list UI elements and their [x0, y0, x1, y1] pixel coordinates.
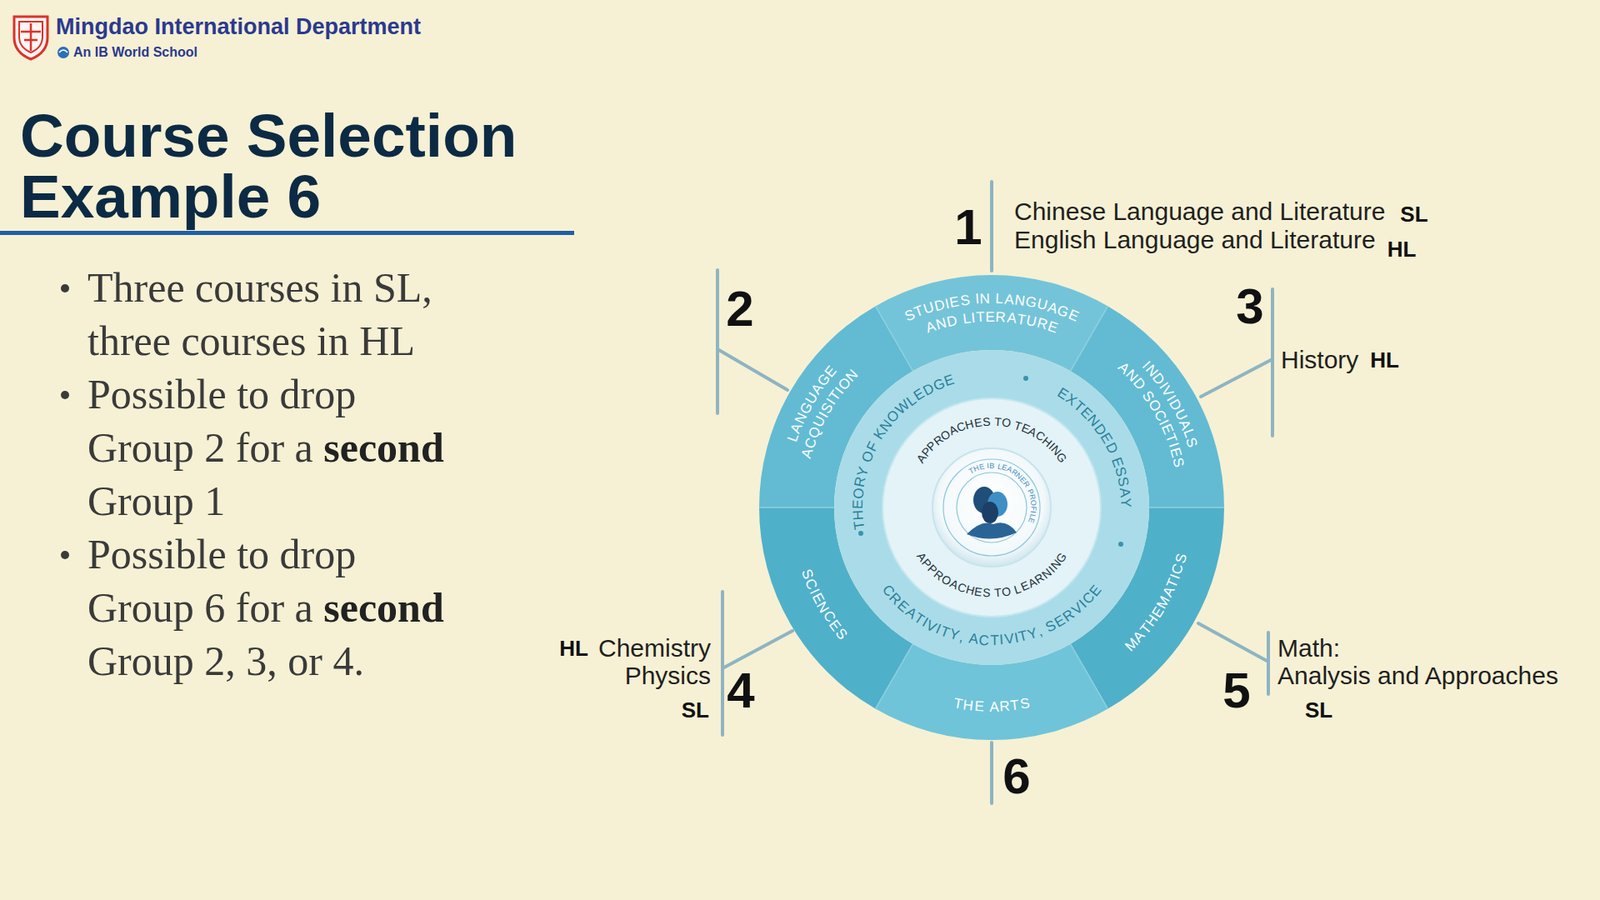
arc-letter: O	[850, 486, 869, 500]
ring-dot	[1023, 375, 1029, 381]
bracket-line	[990, 181, 994, 271]
bullet-dot	[60, 284, 70, 293]
ib-icon-mark	[59, 50, 68, 53]
bullet-text: Possible to drop Group 2 for a	[87, 370, 356, 471]
school-name: Mingdao International Department	[55, 14, 421, 40]
callout-number: 5	[1222, 661, 1250, 720]
arc-letter: F	[1028, 505, 1038, 511]
level-tag: HL	[1387, 237, 1417, 263]
ib-icon	[57, 46, 70, 59]
arc-letter: A	[1005, 309, 1018, 328]
shield-cross	[20, 23, 41, 51]
school-tagline: An IB World School	[73, 45, 198, 60]
bullet-item: Possible to drop Group 6 for a second Gr…	[87, 527, 459, 688]
segment-divider	[1149, 506, 1225, 509]
course-name: Math:	[1277, 634, 1340, 664]
course-name: Physics	[625, 661, 711, 691]
arc-letter: A	[1115, 485, 1134, 499]
bullet-emphasis: second	[323, 424, 444, 471]
callout-number: 1	[954, 198, 982, 256]
arc-letter	[990, 415, 994, 430]
bracket-line	[990, 742, 994, 804]
bullet-text: Three courses in SL, three courses in HL	[87, 264, 433, 365]
callout-number: 6	[1002, 747, 1030, 805]
arc-letter: B	[989, 461, 995, 471]
arc-letter: S	[981, 415, 991, 430]
ring-dot	[858, 530, 864, 536]
arc-letter: N	[979, 290, 991, 309]
segment-divider	[1070, 644, 1109, 710]
bullet-text: Group 2, 3, or 4.	[87, 637, 365, 685]
emblem-ring	[943, 459, 1040, 556]
approaches-disk	[882, 398, 1101, 617]
arc-letter: S	[958, 291, 971, 310]
slide-title: Course Selection Example 6	[20, 105, 587, 227]
level-tag: SL	[1305, 698, 1333, 724]
arc-letter: S	[981, 585, 991, 600]
segment-divider	[759, 506, 835, 509]
arc-letter: H	[850, 509, 868, 521]
level-tag: SL	[1400, 202, 1428, 228]
shield	[14, 16, 48, 60]
arc-letter: A	[989, 699, 1000, 717]
course-name: Chemistry	[598, 634, 711, 664]
group-brackets	[717, 181, 1273, 804]
ib-wheel	[759, 275, 1225, 740]
level-tag: HL	[559, 636, 589, 662]
arc-letter: E	[973, 698, 985, 716]
arc-letter: T	[975, 309, 986, 327]
arc-letter: E	[985, 309, 995, 326]
arc-letter: R	[995, 309, 1007, 327]
bullet-list: Three courses in SL, three courses in HL…	[87, 260, 459, 688]
title-underline	[0, 230, 575, 235]
bracket-line	[717, 270, 788, 414]
arc-letter: O	[1028, 499, 1039, 507]
learner-profile-emblem	[932, 448, 1051, 567]
arc-letter: E	[850, 499, 868, 510]
callout-number: 4	[726, 661, 755, 720]
bullet-emphasis: second	[323, 584, 444, 631]
arc-letter: Y	[1115, 497, 1134, 509]
arc-letter	[984, 699, 990, 717]
core-ring	[834, 350, 1150, 665]
level-tag: SL	[681, 698, 710, 724]
segment-divider	[875, 644, 914, 710]
arc-letter	[990, 290, 996, 308]
callout-number: 3	[1235, 277, 1264, 335]
emblem-heads	[966, 486, 1017, 540]
bullet-item: Possible to drop Group 2 for a second Gr…	[87, 367, 459, 528]
arc-letter: L	[960, 310, 972, 329]
arc-letter	[990, 586, 995, 601]
bullet-item: Three courses in SL, three courses in HL	[87, 260, 459, 368]
emblem-ring	[956, 472, 1027, 543]
arc-letter: E	[972, 415, 983, 430]
callout-number: 2	[725, 280, 754, 338]
arc-letter: C	[978, 631, 990, 650]
shield-inner	[19, 21, 43, 53]
ring-dot	[1118, 541, 1124, 547]
arc-letter: A	[1003, 290, 1015, 309]
course-name: History	[1280, 345, 1359, 375]
bullet-text: Possible to drop Group 6 for a	[87, 530, 356, 631]
arc-letter: O	[1000, 415, 1012, 430]
shoulders	[966, 522, 1017, 539]
bullet-dots	[60, 284, 70, 560]
arc-letter: R	[998, 698, 1011, 716]
bracket-line	[722, 591, 793, 735]
course-name: English Language and Literature	[1014, 225, 1376, 255]
head	[981, 501, 999, 524]
subject-ring	[759, 275, 1225, 740]
arc-letter: L	[995, 290, 1005, 309]
course-name: Chinese Language and Literature	[1014, 197, 1385, 227]
bullet-dot	[60, 390, 70, 400]
arc-letter: T	[989, 632, 1000, 650]
bullet-dot	[60, 550, 70, 560]
level-tag: HL	[1370, 348, 1400, 374]
course-name: Analysis and Approaches	[1277, 661, 1559, 691]
arc-letter: I	[974, 290, 980, 309]
bullet-text: Group 1	[87, 477, 225, 525]
